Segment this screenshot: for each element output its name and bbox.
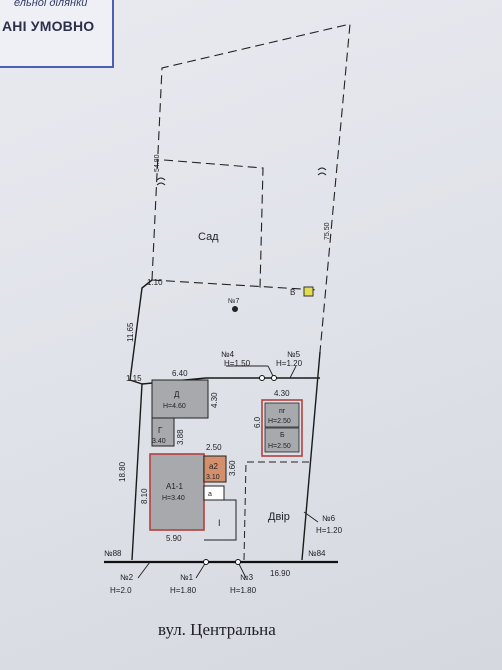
break-marks — [156, 167, 327, 186]
gate-hinge-2 — [235, 559, 241, 565]
fence-4-height: H=1.50 — [224, 359, 251, 368]
dim-bottom-a11: 5.90 — [166, 534, 182, 543]
building-a11: А1-1 H=3.40 — [149, 453, 205, 531]
fence-84-label: №84 — [308, 549, 326, 558]
dim-a11-height: 8.10 — [140, 488, 149, 504]
gate-hinge-4 — [271, 375, 277, 381]
point-7-label: №7 — [228, 298, 240, 305]
fence-2-number: №2 — [120, 573, 134, 582]
building-b-height: H=2.50 — [268, 443, 291, 450]
dim-top-small: 1.10 — [147, 278, 163, 287]
garden-area — [151, 23, 351, 353]
fence-6-number: №6 — [322, 514, 336, 523]
building-a-small: а — [203, 485, 225, 501]
dim-right-upper: 75.50 — [324, 222, 331, 240]
stamp-header-text: ельної ділянки — [14, 0, 88, 9]
building-a2-height: 3.10 — [206, 474, 220, 481]
building-pg-letter: пг — [279, 408, 286, 415]
building-a-letter: а — [208, 491, 212, 498]
yard-label: Двір — [268, 511, 290, 523]
fence-1-height: H=1.80 — [170, 586, 197, 595]
fence-1-number: №1 — [180, 573, 194, 582]
dim-left-mid: 11.65 — [126, 322, 135, 342]
dim-a2-height: 3.60 — [228, 460, 237, 476]
dim-d-height: 4.30 — [210, 392, 219, 408]
fence-5-height: H=1.20 — [276, 359, 303, 368]
dim-outbuilding-height: 6.0 — [253, 416, 262, 428]
marker-b-label: В — [290, 288, 295, 297]
fence-labels: №4 H=1.50 №5 H=1.20 №6 H=1.20 №88 №84 №2… — [104, 350, 343, 595]
outbuilding-pg-b: пг H=2.50 Б H=2.50 — [261, 399, 303, 457]
fence-5-number: №5 — [287, 350, 301, 359]
building-d-height: H=4.60 — [163, 403, 186, 410]
dim-g-height: 3.88 — [176, 429, 185, 445]
dim-outbuilding-width: 4.30 — [274, 389, 290, 398]
porch-outline — [204, 499, 237, 541]
dim-d-width: 6.40 — [172, 369, 188, 378]
fence-6-height: H=1.20 — [316, 526, 343, 535]
porch-label: I — [218, 518, 221, 528]
building-a2-letter: а2 — [209, 462, 218, 471]
building-g-height: 3.40 — [152, 438, 166, 445]
marker-b-square — [303, 286, 314, 297]
fence-2-height: H=2.0 — [110, 586, 132, 595]
stamp-title-text: АНІ УМОВНО — [2, 18, 95, 34]
dim-left-upper: 54.80 — [154, 154, 161, 172]
garden-label: Сад — [198, 231, 219, 243]
dim-left-step: 1.15 — [126, 374, 142, 383]
building-d-letter: Д — [174, 390, 180, 399]
gate-hinge-3 — [259, 375, 265, 381]
building-d: Д H=4.60 — [151, 379, 209, 419]
dim-bottom-right: 16.90 — [270, 569, 291, 578]
fence-3-number: №3 — [240, 573, 254, 582]
dimension-labels: 54.80 75.50 1.10 11.65 1.15 18.80 6.40 4… — [118, 154, 331, 578]
building-pg-height: H=2.50 — [268, 418, 291, 425]
building-a11-letter: А1-1 — [166, 482, 183, 491]
dim-left-low: 18.80 — [118, 461, 127, 482]
fence-3-height: H=1.80 — [230, 586, 257, 595]
title-stamp: ельної ділянки АНІ УМОВНО — [0, 0, 114, 68]
street-name: вул. Центральна — [158, 620, 276, 639]
building-g-letter: Г — [158, 426, 163, 435]
building-g: Г 3.40 — [151, 417, 175, 447]
gate-hinge-1 — [203, 559, 209, 565]
building-b-letter: Б — [280, 432, 285, 439]
building-a11-height: H=3.40 — [162, 495, 185, 502]
point-7-marker — [232, 306, 238, 312]
building-a2: а2 3.10 — [203, 455, 227, 483]
dim-mid-width: 2.50 — [206, 443, 222, 452]
fence-88-label: №88 — [104, 549, 122, 558]
fence-4-number: №4 — [221, 350, 235, 359]
